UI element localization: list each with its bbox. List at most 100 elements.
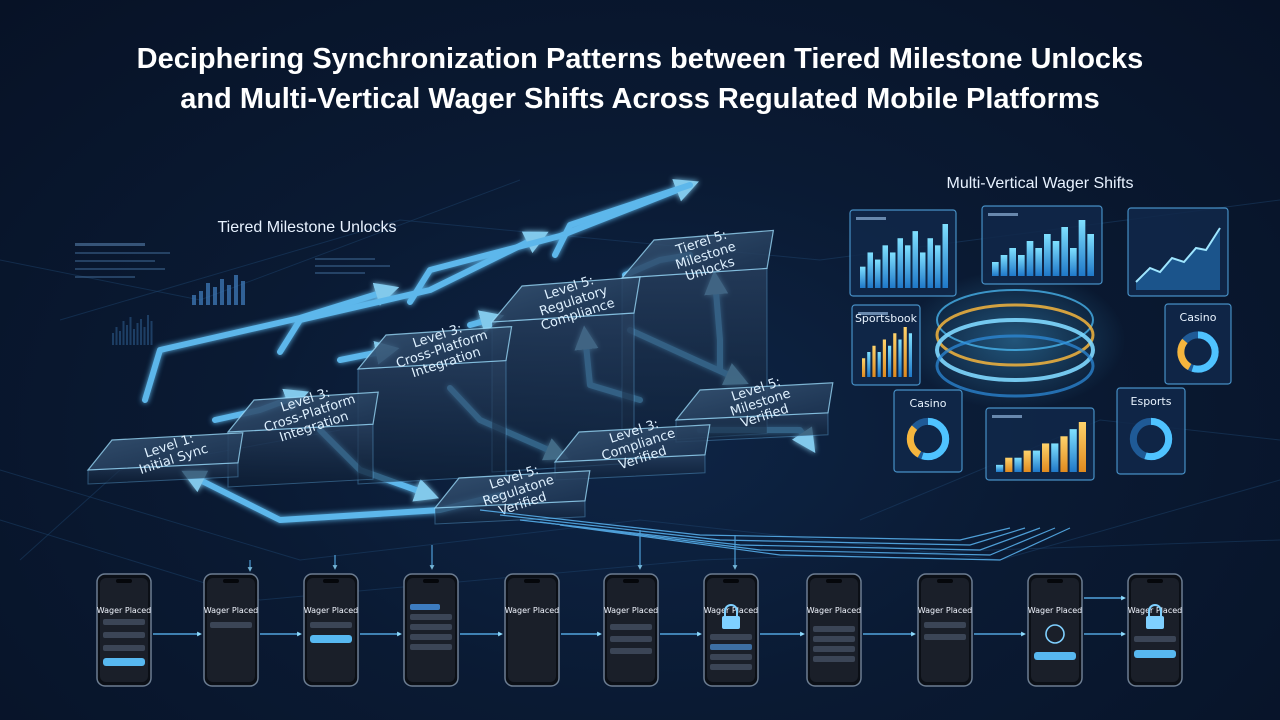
- panel-top-mid-bar: [1009, 248, 1016, 276]
- phone-notch: [826, 579, 842, 583]
- phone-row-item: [103, 632, 145, 638]
- wagers-section-label: Multi-Vertical Wager Shifts: [946, 175, 1133, 192]
- center-mini-bar: [234, 275, 238, 305]
- phone-p2: Wager Placed: [203, 573, 259, 687]
- panel-header-line: [992, 415, 1022, 418]
- milestone-box-m1: Level 1:Initial Sync: [86, 431, 244, 485]
- phone-row-item: [710, 634, 752, 640]
- phone-row-item: [1134, 636, 1176, 642]
- center-mini-bar: [192, 295, 196, 305]
- center-mini-bar: [220, 279, 224, 305]
- milestone-box-top: [674, 382, 834, 421]
- panel-top-mid-bar: [1078, 220, 1086, 276]
- line-area-panel-frame: [1127, 207, 1229, 297]
- arrow-1: [142, 282, 400, 403]
- phone-row-item: [103, 645, 145, 651]
- phone-screen: [307, 578, 355, 682]
- phone-screen: [100, 578, 148, 682]
- left-mini-bars: [112, 315, 153, 345]
- panel-sportsbook-bar: [862, 358, 866, 377]
- phone-row-item: [710, 654, 752, 660]
- lock-icon-shackle: [1148, 604, 1162, 616]
- phone-button[interactable]: [1034, 652, 1076, 660]
- phone-row-item: [710, 644, 752, 650]
- panel-top-mid-bar: [1061, 227, 1068, 276]
- panel-top-mid-bar: [1052, 241, 1060, 276]
- left-mini-bar: [119, 331, 121, 345]
- milestone-box-top: [490, 276, 641, 323]
- panel-top-left-bar: [875, 259, 881, 288]
- phone-screen: [207, 578, 255, 682]
- phone-notch: [116, 579, 132, 583]
- arrow-4: [552, 182, 693, 258]
- phone-row-item: [410, 604, 440, 610]
- casino-panel-left-label: Casino: [910, 397, 947, 410]
- panel-bottom-center-bar: [1051, 443, 1059, 472]
- casino-panel-right-label: Casino: [1180, 311, 1217, 324]
- panel-top-mid-bar: [1070, 248, 1077, 276]
- sportsbook-label: Sportsbook: [855, 312, 918, 325]
- casino-panel-left: Casino: [893, 389, 963, 473]
- milestones-section-label: Tiered Milestone Unlocks: [217, 219, 396, 236]
- panel-top-left-bar: [897, 238, 903, 288]
- phone-p9: Wager Placed: [917, 573, 973, 687]
- center-mini-bar: [199, 291, 203, 305]
- phone-row-item: [410, 614, 452, 620]
- casino-panel-left-donut-arc: [906, 417, 950, 461]
- phone-p6: Wager Placed: [603, 573, 659, 687]
- panel-top-left-bar: [927, 238, 933, 288]
- center-mini-bar: [213, 287, 217, 305]
- lock-icon: [722, 616, 740, 629]
- panel-top-left-bar: [912, 231, 918, 288]
- esports-panel-donut-arc: [1129, 417, 1173, 461]
- phone-screen: [1031, 578, 1079, 682]
- phone-p5: Wager Placed: [504, 573, 560, 687]
- phone-notch: [223, 579, 239, 583]
- phone-row-item: [103, 619, 145, 625]
- panel-header-line: [856, 217, 886, 220]
- phone-title: Wager Placed: [807, 606, 861, 615]
- panel-top-mid-bar: [992, 262, 999, 276]
- milestone-box-top: [226, 391, 379, 433]
- phone-title: Wager Placed: [204, 606, 258, 615]
- phone-p3: Wager Placed: [303, 573, 359, 687]
- milestone-box-top: [620, 229, 775, 279]
- phone-notch: [1147, 579, 1163, 583]
- panel-top-mid-bar: [1018, 255, 1025, 276]
- panel-sportsbook-bar: [903, 327, 907, 377]
- panel-bottom-center-bar: [1042, 443, 1050, 472]
- phone-title: Wager Placed: [505, 606, 559, 615]
- phone-notch: [937, 579, 953, 583]
- left-mini-bar: [112, 333, 114, 345]
- phone-flow-arrows: [153, 595, 1126, 637]
- phone-row-item: [610, 624, 652, 630]
- panel-sportsbook-bar: [877, 352, 881, 377]
- phone-button[interactable]: [310, 635, 352, 643]
- panel-top-left-bar: [890, 252, 896, 288]
- panel-sportsbook-bar: [893, 333, 897, 377]
- chart-panel-top-left: [849, 209, 957, 297]
- phone-title: Wager Placed: [604, 606, 658, 615]
- phone-connectors: [247, 509, 1071, 572]
- esports-panel-frame: [1116, 387, 1186, 475]
- lock-icon-shackle: [724, 604, 738, 616]
- phone-notch: [524, 579, 540, 583]
- chart-panel-sportsbook: [851, 304, 921, 386]
- phone-title: Wager Placed: [304, 606, 358, 615]
- phone-row-item: [410, 644, 452, 650]
- phone-button[interactable]: [103, 658, 145, 666]
- left-mini-bar: [147, 315, 149, 345]
- phone-p8: Wager Placed: [806, 573, 862, 687]
- casino-panel-right-donut-arc-gold: [1177, 331, 1219, 373]
- chart-panel-bottom-center: [985, 407, 1095, 481]
- phone-notch: [623, 579, 639, 583]
- phone-title: Wager Placed: [1028, 606, 1082, 615]
- phone-button[interactable]: [1134, 650, 1176, 658]
- panel-top-left-bar: [860, 266, 866, 288]
- panel-top-left-bar: [867, 252, 873, 288]
- title-line-2: and Multi-Vertical Wager Shifts Across R…: [180, 83, 1100, 115]
- left-mini-bar: [122, 321, 125, 345]
